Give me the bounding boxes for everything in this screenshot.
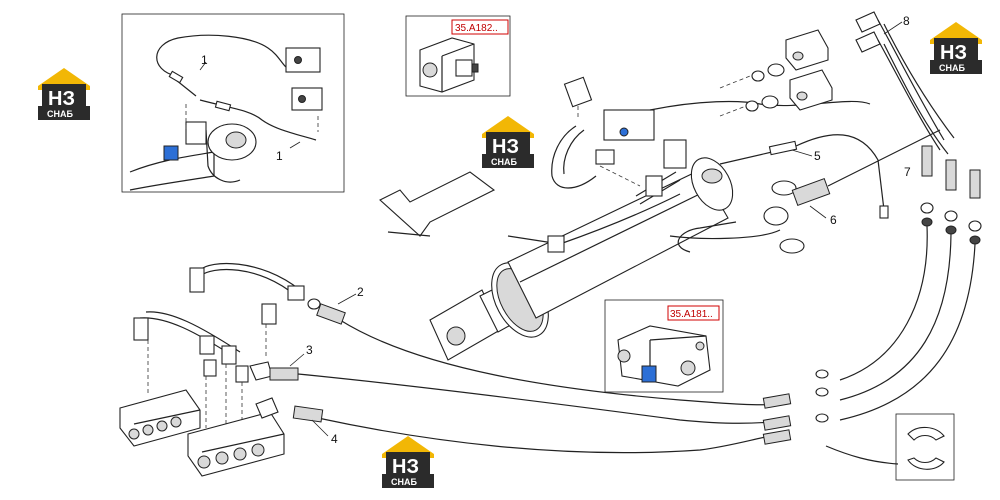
callout-3: 3 (306, 343, 313, 357)
callout-1b: 1 (276, 149, 283, 163)
reference-label-top: 35.A182.. (455, 23, 498, 34)
callout-1a: 1 (201, 53, 208, 67)
watermark-sub: СНАБ (47, 109, 73, 119)
callout-5: 5 (814, 149, 821, 163)
long-hoses (297, 319, 899, 465)
control-valve-bank (119, 262, 305, 477)
hose-set-7 (839, 145, 982, 421)
watermark-letters: НЗ (392, 456, 419, 478)
callout-8: 8 (903, 14, 910, 28)
callout-7: 7 (904, 165, 911, 179)
watermark-letters: НЗ (48, 88, 75, 110)
direction-arrow (379, 171, 496, 237)
hose-6 (669, 129, 941, 254)
reference-box-mid (604, 299, 724, 393)
watermark-logo-1: НЗ СНАБ (38, 68, 90, 120)
valve-assembly-top (551, 11, 955, 189)
hose-5 (719, 134, 889, 219)
hydraulic-cylinder (429, 139, 734, 361)
detail-inset (121, 13, 345, 193)
watermark-sub: СНАБ (491, 157, 517, 167)
clamp-inset (895, 413, 955, 481)
callout-6: 6 (830, 213, 837, 227)
reference-label-mid: 35.A181.. (670, 309, 713, 320)
watermark-logo-2: НЗ СНАБ (482, 116, 534, 168)
watermark-sub: СНАБ (391, 477, 417, 487)
watermark-logo-4: НЗ СНАБ (382, 436, 434, 488)
watermark-letters: НЗ (940, 42, 967, 64)
watermark-logo-3: НЗ СНАБ (930, 22, 982, 74)
callout-4: 4 (331, 432, 338, 446)
watermark-letters: НЗ (492, 136, 519, 158)
hose-4 (292, 405, 329, 437)
callout-2: 2 (357, 285, 364, 299)
reference-box-top (405, 15, 511, 97)
hose-3 (269, 353, 305, 381)
hose-2 (307, 293, 357, 325)
watermark-sub: СНАБ (939, 63, 965, 73)
